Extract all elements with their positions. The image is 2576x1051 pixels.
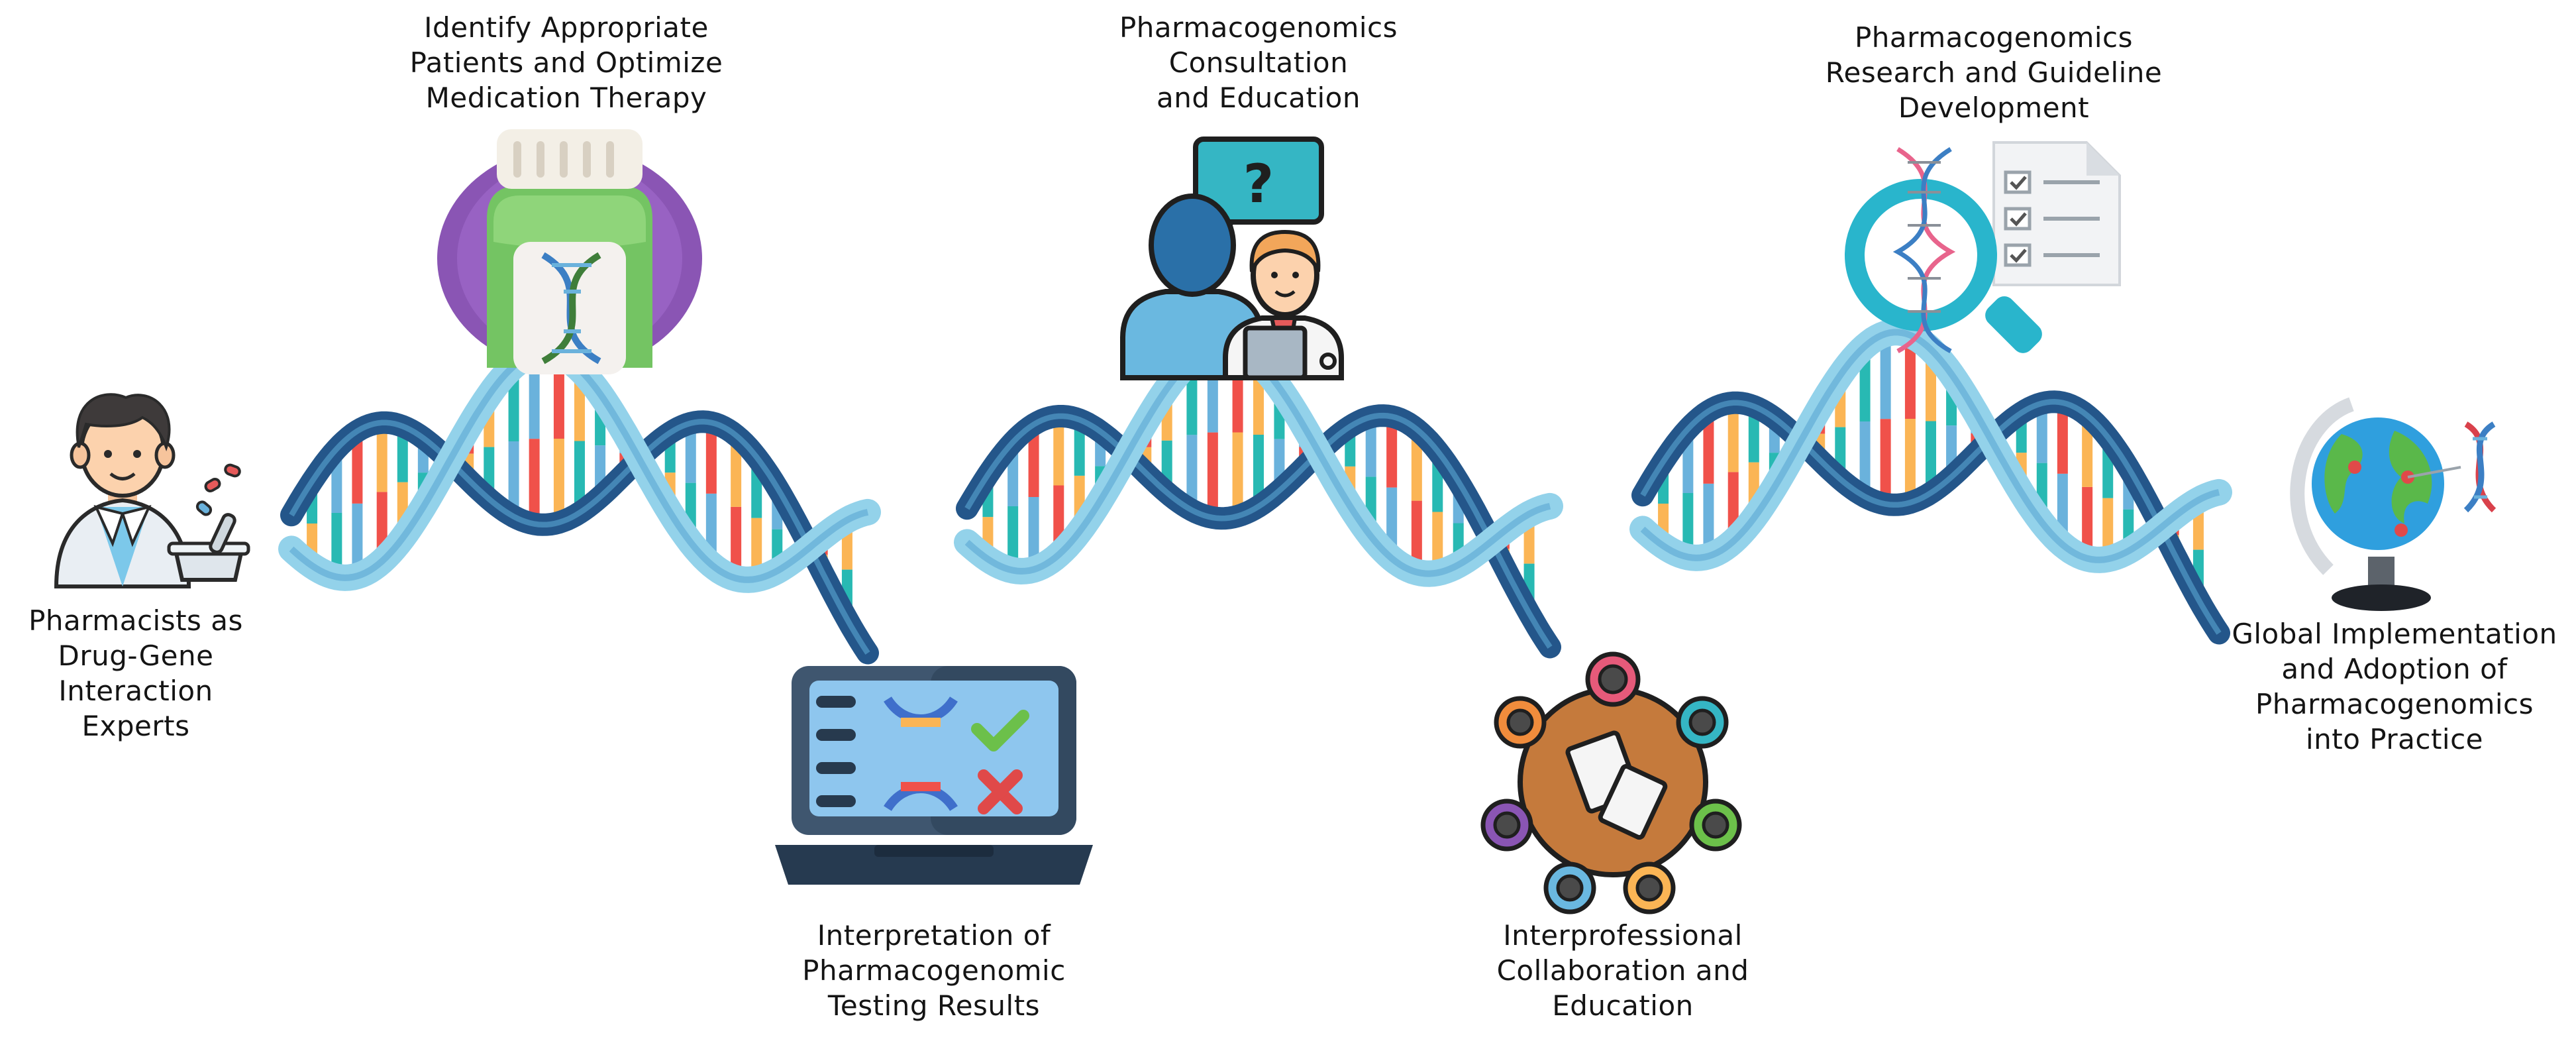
step-label-line: into Practice bbox=[2305, 723, 2484, 755]
dna-helix-1 bbox=[278, 339, 881, 665]
svg-text:?: ? bbox=[1243, 153, 1274, 215]
step-label-research: Pharmacogenomics Research and Guideline … bbox=[1788, 20, 2199, 125]
step-label-collaboration: Interprofessional Collaboration and Educ… bbox=[1424, 918, 1822, 1023]
step-label-line: Medication Therapy bbox=[425, 82, 707, 114]
pharmacist-icon bbox=[54, 393, 250, 588]
laptop-test-results-icon bbox=[775, 666, 1093, 885]
team-collaboration-icon bbox=[1480, 651, 1742, 914]
step-label-line: Drug-Gene bbox=[58, 639, 214, 672]
step-label-line: Interaction bbox=[58, 675, 213, 707]
helix-backbone-front-highlight bbox=[1640, 329, 2220, 563]
helix-backbone-back-highlight bbox=[289, 419, 870, 655]
step-label-line: and Education bbox=[1157, 82, 1361, 114]
step-label-line: Interprofessional bbox=[1503, 919, 1743, 952]
step-label-line: Interpretation of bbox=[817, 919, 1051, 952]
step-label-line: Pharmacogenomic bbox=[802, 954, 1066, 987]
step-label-line: Patients and Optimize bbox=[409, 46, 723, 79]
patient-consultation-icon: ? bbox=[1120, 137, 1344, 380]
step-label-line: Testing Results bbox=[827, 989, 1041, 1022]
globe-dna-icon bbox=[2290, 397, 2497, 611]
step-label-pharmacists: Pharmacists as Drug-Gene Interaction Exp… bbox=[0, 603, 272, 744]
step-label-line: Pharmacists as bbox=[28, 604, 243, 637]
research-checklist-icon bbox=[1845, 141, 2121, 354]
step-label-consultation: Pharmacogenomics Consultation and Educat… bbox=[1060, 10, 1457, 115]
dna-medicine-bottle-icon bbox=[437, 129, 702, 374]
step-label-line: Consultation bbox=[1168, 46, 1349, 79]
step-label-line: Global Implementation bbox=[2232, 618, 2557, 650]
helix-backbone-back-highlight bbox=[964, 412, 1553, 649]
step-label-line: Experts bbox=[81, 710, 190, 742]
step-label-line: and Adoption of bbox=[2281, 653, 2508, 685]
step-label-line: Collaboration and bbox=[1496, 954, 1749, 987]
step-label-line: Identify Appropriate bbox=[424, 11, 709, 44]
step-label-line: Pharmacogenomics bbox=[1119, 11, 1398, 44]
dna-helix-3 bbox=[1629, 319, 2232, 645]
step-label-line: Pharmacogenomics bbox=[2255, 688, 2534, 720]
step-label-line: Development bbox=[1898, 91, 2090, 124]
step-label-line: Pharmacogenomics bbox=[1854, 21, 2134, 54]
helix-backbone-back-highlight bbox=[1640, 399, 2222, 635]
step-label-interpretation: Interpretation of Pharmacogenomic Testin… bbox=[735, 918, 1133, 1023]
step-label-line: Research and Guideline bbox=[1825, 56, 2163, 89]
step-label-global: Global Implementation and Adoption of Ph… bbox=[2216, 616, 2573, 757]
dna-helix-2 bbox=[954, 332, 1563, 659]
step-label-line: Education bbox=[1552, 989, 1694, 1022]
step-label-identify: Identify Appropriate Patients and Optimi… bbox=[368, 10, 765, 115]
